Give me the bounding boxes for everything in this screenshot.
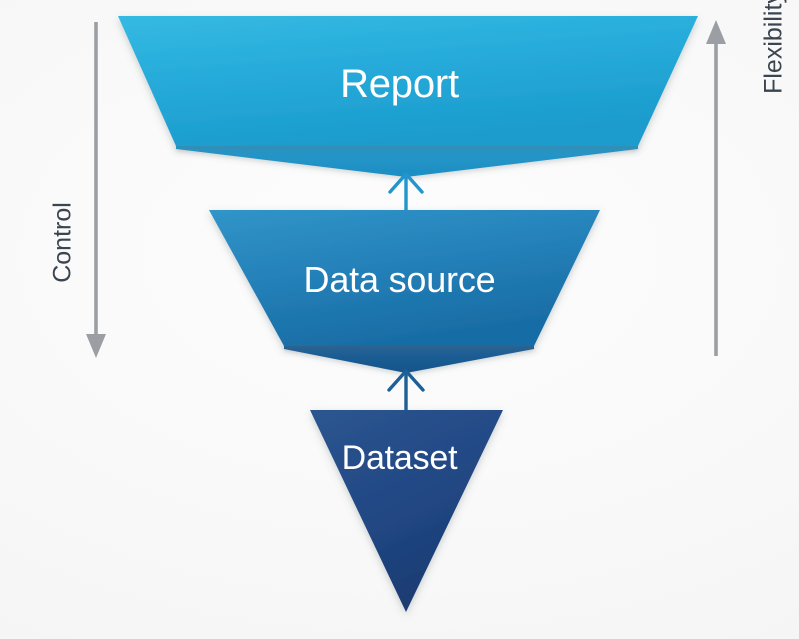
- funnel-stage-data-source[interactable]: [209, 210, 600, 373]
- axis-control-arrowhead: [86, 334, 106, 358]
- funnel-stage-data-source-fold: [284, 344, 534, 373]
- funnel-stage-report-body: [118, 16, 698, 146]
- funnel-stage-report[interactable]: [118, 16, 698, 177]
- connector-arrow-dataset-to-data-source: [387, 369, 425, 410]
- funnel-stage-dataset[interactable]: [310, 410, 503, 612]
- funnel-stage-dataset-body: [310, 410, 503, 612]
- funnel-stage-data-source-body: [209, 210, 600, 346]
- axis-control: [86, 22, 106, 358]
- axis-flexibility: [706, 20, 726, 356]
- connector-arrow-data-source-to-report: [388, 172, 424, 210]
- funnel-stage-report-fold: [176, 144, 638, 177]
- axis-flexibility-arrowhead: [706, 20, 726, 44]
